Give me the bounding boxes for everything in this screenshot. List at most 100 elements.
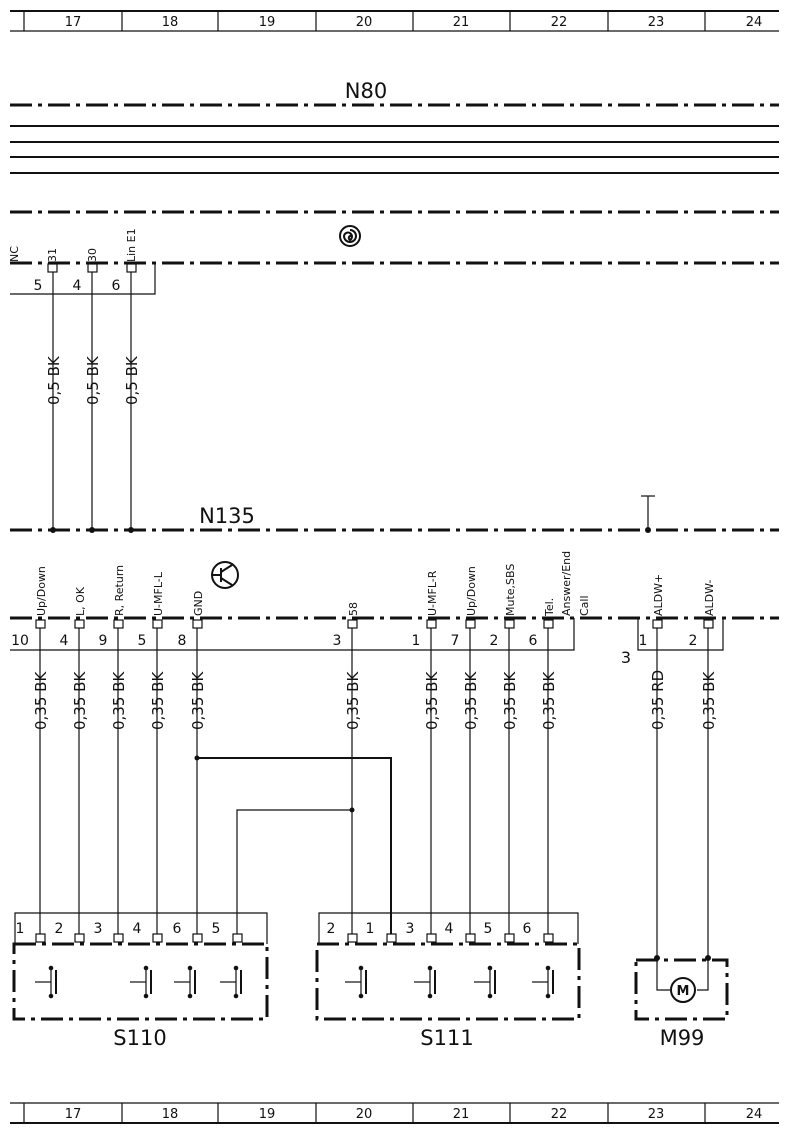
n135-pin-signal: ALDW+ [652, 574, 665, 616]
n80-pin-lin-e1: Lin E1 6 [112, 228, 138, 294]
s111-pins: 2 1 3 4 5 6 [327, 921, 554, 943]
s110-pin-number: 6 [173, 921, 182, 937]
n135-pin-signal: L, OK [74, 586, 87, 616]
n135-pin-number: 3 [333, 633, 342, 649]
ruler-col-21: 21 [453, 1107, 470, 1122]
n135-pin-up-down-left: Up/Down 10 [11, 566, 48, 649]
n80-pin-nc: NC [8, 246, 21, 262]
n80-pin-number: 5 [34, 278, 43, 294]
n135-pin-signal: U-MFL-L [152, 571, 165, 616]
s111-pin-number: 4 [445, 921, 454, 937]
n135-pin-l-ok: L, OK 4 [60, 586, 87, 649]
n135-pin-number: 2 [490, 633, 499, 649]
n135-pin-signal: Up/Down [465, 566, 478, 616]
motor-symbol: M [677, 984, 690, 999]
n135-pin-number: 9 [99, 633, 108, 649]
n80-pin-signal: 30 [86, 248, 99, 262]
ruler-col-23: 23 [648, 1107, 665, 1122]
s111-pin-number: 2 [327, 921, 336, 937]
n80-pin-31: 31 5 [34, 248, 59, 294]
n135-pin-number: 1 [412, 633, 421, 649]
ruler-col-19: 19 [259, 15, 276, 30]
pushbutton-icon [345, 965, 367, 999]
pushbutton-icon [220, 965, 242, 999]
s110-pin-number: 4 [133, 921, 142, 937]
n135-pin-number: 10 [11, 633, 29, 649]
wire-label: 0,35 BK [700, 671, 718, 730]
n135-pin-number: 6 [529, 633, 538, 649]
bottom-ruler: 17 18 19 20 21 22 23 24 [10, 1102, 779, 1124]
n80-module: N80 [10, 79, 779, 295]
ruler-col-20: 20 [356, 1107, 373, 1122]
ruler-col-24: 24 [746, 1107, 763, 1122]
ruler-col-17: 17 [65, 1107, 82, 1122]
s110-pin-number: 3 [94, 921, 103, 937]
n135-pin-number: 2 [689, 633, 698, 649]
pushbutton-icon [174, 965, 196, 999]
n135-pin-signal: Up/Down [35, 566, 48, 616]
n135-pin-signal: Tel. [543, 598, 556, 617]
s111-pin-number: 5 [484, 921, 493, 937]
top-ruler: 17 18 19 20 21 22 23 24 [10, 10, 779, 32]
n135-pin-gnd: GND 8 [178, 591, 205, 649]
wire-label: 0,35 BK [344, 671, 362, 730]
wire-label: 0,35 BK [462, 671, 480, 730]
ruler-col-21: 21 [453, 15, 470, 30]
pushbutton-icon [35, 965, 57, 999]
n135-connector-2-label: 3 [621, 648, 631, 667]
s110-pin-number: 2 [55, 921, 64, 937]
s111-switch: S111 2 1 3 4 5 6 [315, 912, 581, 1050]
n135-pin-signal: Mute,SBS [504, 564, 517, 616]
n135-pin-number: 5 [138, 633, 147, 649]
ruler-col-20: 20 [356, 15, 373, 30]
pushbutton-icon [414, 965, 436, 999]
n135-pin-signal: GND [192, 591, 205, 616]
n135-pin-u-mfl-l: U-MFL-L 5 [138, 571, 165, 649]
motor-icon: M [670, 977, 696, 1003]
ruler-col-17: 17 [65, 15, 82, 30]
m99-motor: M M99 [634, 955, 729, 1050]
n135-pin-r-return: R, Return 9 [99, 565, 126, 649]
wire-label: 0,35 BK [71, 671, 89, 730]
n80-pin-30: 30 4 [73, 248, 99, 294]
n135-pin-signal: 58 [347, 602, 360, 616]
s111-label: S111 [420, 1026, 473, 1050]
n80-wires: 0,5 BK 0,5 BK 0,5 BK [45, 272, 141, 533]
wire-label: 0,35 BK [540, 671, 558, 730]
transistor-icon [211, 561, 239, 589]
pushbutton-icon [532, 965, 554, 999]
wire-label: 0,35 BK [149, 671, 167, 730]
n80-label: N80 [345, 79, 387, 103]
pushbutton-icon [474, 965, 496, 999]
clock-spring-icon [339, 225, 361, 247]
n135-wires: 0,35 BK 0,35 BK 0,35 BK 0,35 BK 0,35 BK … [32, 628, 718, 958]
s110-pins: 1 2 3 4 6 5 [16, 921, 243, 943]
wire-label: 0,35 BK [189, 671, 207, 730]
n135-label: N135 [199, 504, 255, 528]
n135-pin-signal: ALDW- [703, 579, 716, 616]
n135-pin-mute-sbs: Mute,SBS 2 [490, 564, 517, 649]
wire-label: 0,5 BK [84, 355, 102, 405]
n135-module: N135 3 [10, 495, 779, 667]
s110-pin-number: 1 [16, 921, 25, 937]
s111-pin-number: 6 [523, 921, 532, 937]
n135-pin-signal: R, Return [113, 565, 126, 616]
ruler-col-19: 19 [259, 1107, 276, 1122]
n135-pin-number: 7 [451, 633, 460, 649]
wire-label: 0,5 BK [123, 355, 141, 405]
n135-pin-number: 8 [178, 633, 187, 649]
wire-label: 0,5 BK [45, 355, 63, 405]
s110-label: S110 [113, 1026, 166, 1050]
s111-pin-number: 3 [406, 921, 415, 937]
wire-label: 0,35 BK [501, 671, 519, 730]
wire-label: 0,35 BK [423, 671, 441, 730]
ruler-col-22: 22 [551, 1107, 568, 1122]
ruler-col-18: 18 [162, 15, 179, 30]
n135-pin-signal: U-MFL-R [426, 570, 439, 616]
ruler-col-22: 22 [551, 15, 568, 30]
wire-label: 0,35 BK [110, 671, 128, 730]
s110-pin-number: 5 [212, 921, 221, 937]
n80-pin-signal: 31 [46, 248, 59, 262]
n80-pin-signal: Lin E1 [125, 228, 138, 262]
